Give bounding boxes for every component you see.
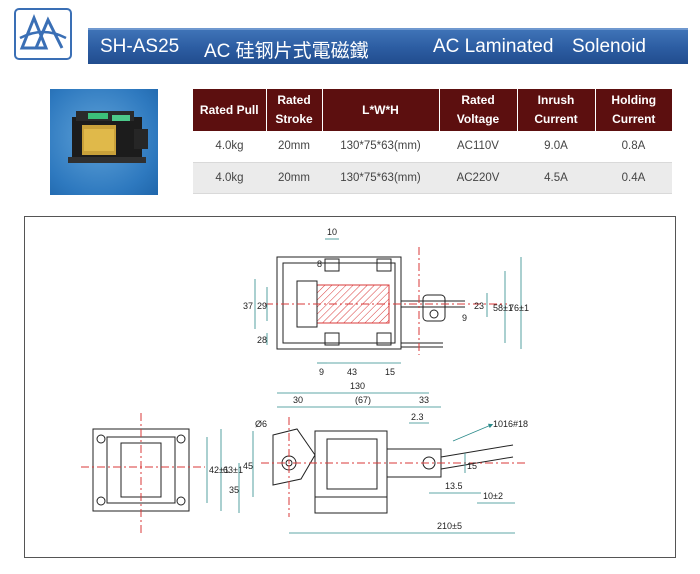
dim-8: 8: [317, 259, 322, 269]
title-chinese: AC 硅钢片式電磁鐵: [204, 41, 369, 62]
dim-10-2: 10±2: [483, 491, 503, 501]
dim-63: 63±1: [223, 465, 243, 475]
dim-37: 37: [243, 301, 253, 311]
dim-9a: 9: [462, 313, 467, 323]
wire-spec: 1016#18: [493, 419, 528, 429]
header-rated-stroke: Rated Stroke: [266, 89, 323, 131]
dim-130: 130: [350, 381, 365, 391]
dim-42: 42±1: [209, 465, 229, 475]
dim-29: 29: [257, 301, 267, 311]
side-view: [261, 417, 525, 517]
cell: 4.0kg: [193, 162, 266, 194]
cell: 9.0A: [517, 131, 595, 163]
dim-43: 43: [347, 367, 357, 377]
header-inrush-current: Inrush Current: [517, 89, 596, 131]
company-logo: [14, 8, 72, 60]
title-english-1: AC Laminated: [433, 36, 554, 57]
dim-35: 35: [229, 485, 239, 495]
header-rated-voltage: Rated Voltage: [439, 89, 518, 131]
spec-table: Rated Pull Rated Stroke L*W*H Rated Volt…: [193, 89, 672, 194]
end-view: [81, 413, 205, 533]
header-rated-pull: Rated Pull: [193, 89, 267, 131]
dim-23: 23: [474, 301, 484, 311]
cell: 4.0kg: [193, 131, 266, 163]
table-row: 4.0kg 20mm 130*75*63(mm) AC110V 9.0A 0.8…: [193, 131, 672, 163]
dim-phi6: Ø6: [255, 419, 267, 429]
dim-13-5: 13.5: [445, 481, 463, 491]
table-row: 4.0kg 20mm 130*75*63(mm) AC220V 4.5A 0.4…: [193, 162, 672, 194]
dim-15b: 15: [467, 461, 477, 471]
technical-drawing: 10 8 37 29 28 23 9 58±1 76±1 9 43 15 42±…: [24, 216, 676, 558]
cell: 20mm: [266, 162, 322, 194]
dim-10: 10: [327, 227, 337, 237]
spec-header-row: Rated Pull Rated Stroke L*W*H Rated Volt…: [193, 89, 672, 131]
header-lwh: L*W*H: [322, 89, 440, 131]
dim-33: 33: [419, 395, 429, 405]
product-photo: [50, 89, 158, 195]
title-bar: SH-AS25 AC 硅钢片式電磁鐵 AC Laminated Solenoid: [88, 28, 688, 64]
dim-76: 76±1: [509, 303, 529, 313]
cell: 130*75*63(mm): [322, 162, 439, 194]
cell: 4.5A: [517, 162, 595, 194]
cell: AC110V: [439, 131, 517, 163]
dim-67: (67): [355, 395, 371, 405]
header-holding-current: Holding Current: [595, 89, 672, 131]
top-view: [265, 247, 507, 355]
cell: 0.8A: [595, 131, 672, 163]
dim-30: 30: [293, 395, 303, 405]
dim-210: 210±5: [437, 521, 462, 531]
dim-15a: 15: [385, 367, 395, 377]
dim-58: 58±1: [493, 303, 513, 313]
model-number: SH-AS25: [100, 36, 180, 57]
cell: 20mm: [266, 131, 322, 163]
dim-45: 45: [243, 461, 253, 471]
cell: 130*75*63(mm): [322, 131, 439, 163]
dim-28: 28: [257, 335, 267, 345]
cell: AC220V: [439, 162, 517, 194]
dim-9b: 9: [319, 367, 324, 377]
solenoid-image: [68, 111, 148, 163]
drawing-canvas: 10 8 37 29 28 23 9 58±1 76±1 9 43 15 42±…: [81, 227, 529, 534]
dim-2-3: 2.3: [411, 412, 424, 422]
cell: 0.4A: [595, 162, 672, 194]
title-english-2: Solenoid: [572, 36, 646, 57]
